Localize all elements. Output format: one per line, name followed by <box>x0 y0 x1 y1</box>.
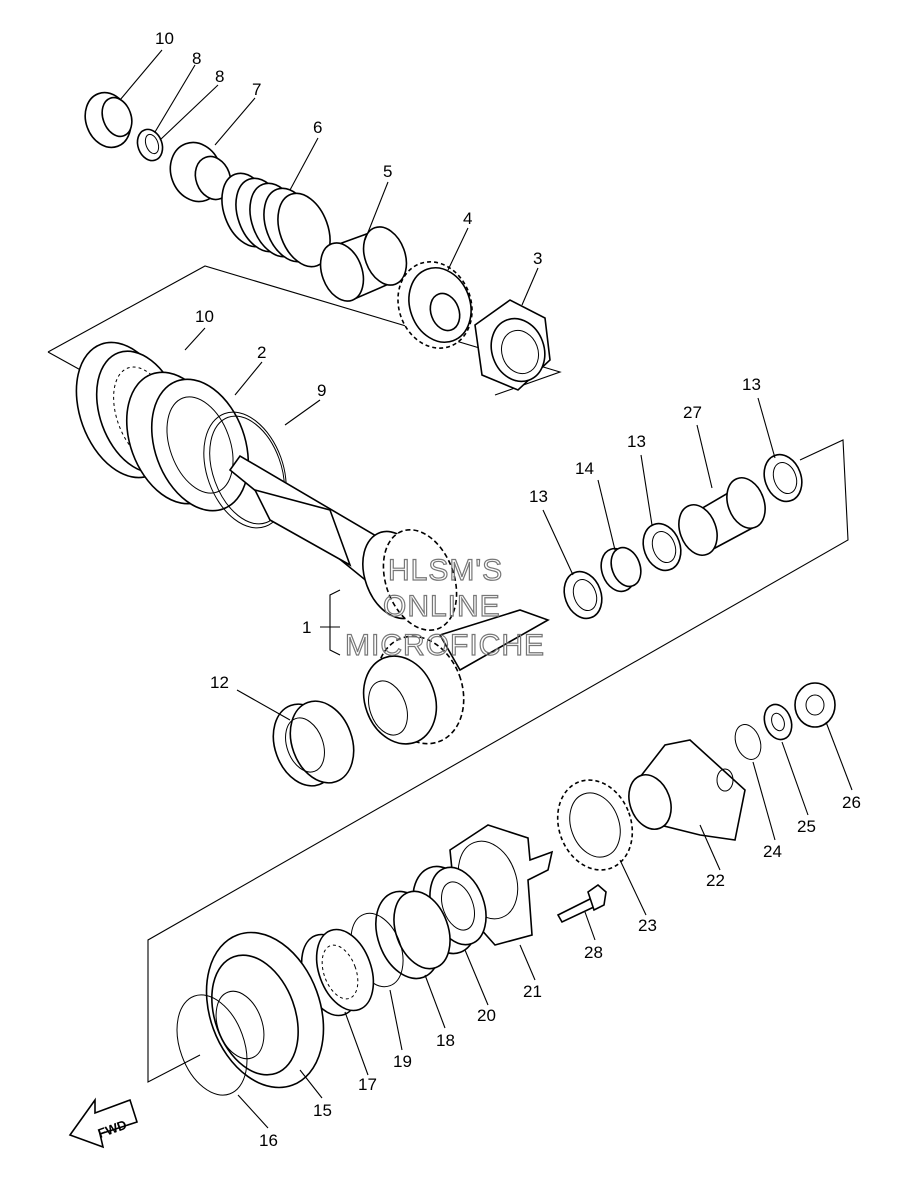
callout-27: 27 <box>683 403 702 422</box>
washer-13-c <box>763 453 803 503</box>
callout-13-a: 13 <box>529 487 548 506</box>
callout-28: 28 <box>584 943 603 962</box>
callout-8-a: 8 <box>192 49 201 68</box>
drive-shaft-1 <box>228 454 550 745</box>
oil-seal-18 <box>375 890 451 980</box>
callout-23: 23 <box>638 916 657 935</box>
forward-arrow-icon: FWD <box>68 1097 139 1149</box>
callout-12: 12 <box>210 673 229 692</box>
callout-6: 6 <box>313 118 322 137</box>
nut-26 <box>794 682 836 728</box>
callout-9: 9 <box>317 381 326 400</box>
callout-24: 24 <box>763 842 782 861</box>
callout-10: 10 <box>195 307 214 326</box>
seal-14 <box>600 546 642 593</box>
callout-20: 20 <box>477 1006 496 1025</box>
callout-14: 14 <box>575 459 594 478</box>
callout-17: 17 <box>358 1075 377 1094</box>
o-ring-16 <box>176 994 248 1096</box>
callout-5: 5 <box>383 162 392 181</box>
bolt-28 <box>556 883 607 924</box>
needle-bearing-11 <box>84 91 133 149</box>
washer-25 <box>763 703 793 741</box>
callout-13-c: 13 <box>627 432 646 451</box>
callout-18: 18 <box>436 1031 455 1050</box>
spring-6 <box>221 172 331 268</box>
callout-21: 21 <box>523 982 542 1001</box>
callout-13-d: 13 <box>742 375 761 394</box>
circlip-8 <box>136 128 164 162</box>
callout-3: 3 <box>533 249 542 268</box>
o-ring-9 <box>203 411 287 529</box>
watermark-line-1: HLSM'S <box>388 554 503 587</box>
callout-16: 16 <box>259 1131 278 1150</box>
watermark-line-3: MICROFICHE <box>345 629 545 662</box>
nut-3 <box>474 299 551 391</box>
leader-lines <box>119 49 853 1129</box>
callout-11: 10 <box>155 29 174 48</box>
gear-23 <box>556 779 634 871</box>
washer-13-a <box>563 570 603 620</box>
watermark-line-2: ONLINE <box>383 590 501 623</box>
bearing-2 <box>125 371 250 512</box>
spacer-27 <box>678 477 766 557</box>
callout-2: 2 <box>257 343 266 362</box>
washer-13-b <box>642 522 682 572</box>
callout-15: 15 <box>313 1101 332 1120</box>
group-outline-middle <box>147 439 849 1083</box>
o-ring-24 <box>734 724 762 760</box>
collar-7 <box>169 141 232 203</box>
callout-19: 19 <box>393 1052 412 1071</box>
callout-26: 26 <box>842 793 861 812</box>
yoke-22 <box>628 739 746 841</box>
dog-clutch-5 <box>319 226 408 302</box>
bearing-housing-15 <box>205 931 325 1089</box>
callout-4: 4 <box>463 209 472 228</box>
callout-22: 22 <box>706 871 725 890</box>
callout-1: 1 <box>302 618 311 637</box>
needle-bearing-12 <box>272 700 355 787</box>
callout-7: 7 <box>252 80 261 99</box>
pinion-gear-4 <box>397 261 473 349</box>
watermark: HLSM'S ONLINE MICROFICHE <box>344 553 545 662</box>
callout-labels: 10 8 8 7 6 5 4 3 10 2 9 1 12 13 27 13 14… <box>155 29 861 1150</box>
callout-8-b: 8 <box>215 67 224 86</box>
callout-25: 25 <box>797 817 816 836</box>
